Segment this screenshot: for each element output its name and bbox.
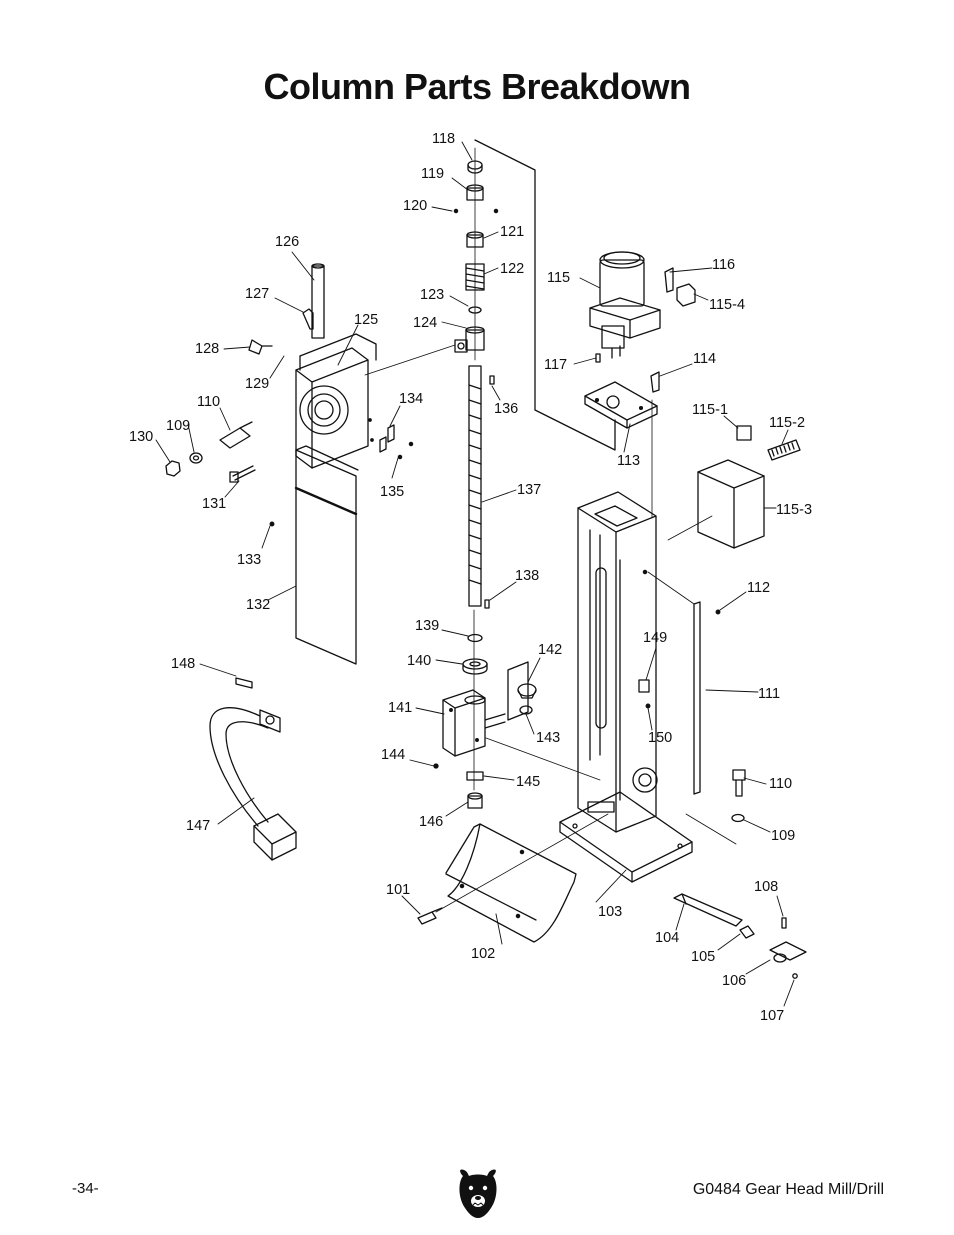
part-label-129: 129 bbox=[245, 376, 270, 392]
part-label-116: 116 bbox=[712, 257, 736, 273]
part-label-145: 145 bbox=[516, 774, 541, 790]
part-label-125: 125 bbox=[354, 312, 379, 328]
part-label-127: 127 bbox=[245, 286, 270, 302]
part-label-122: 122 bbox=[500, 261, 525, 277]
part-label-142: 142 bbox=[538, 642, 563, 658]
head-carriage-assembly bbox=[165, 263, 456, 483]
part-label-102: 102 bbox=[471, 946, 496, 962]
part-label-144: 144 bbox=[381, 747, 406, 763]
motor-assembly bbox=[474, 139, 696, 451]
part-label-137: 137 bbox=[517, 482, 542, 498]
part-label-136: 136 bbox=[494, 401, 519, 417]
part-label-133: 133 bbox=[237, 552, 262, 568]
part-label-108: 108 bbox=[754, 879, 779, 895]
part-label-115-1: 115-1 bbox=[692, 402, 729, 418]
part-label-147: 147 bbox=[186, 818, 211, 834]
part-label-146: 146 bbox=[419, 814, 444, 830]
part-label-115-2: 115-2 bbox=[769, 415, 806, 431]
gib-strip bbox=[647, 571, 721, 795]
column-cover-panel bbox=[269, 445, 359, 665]
column-body bbox=[559, 399, 713, 883]
part-label-128: 128 bbox=[195, 341, 220, 357]
part-label-150: 150 bbox=[648, 730, 673, 746]
part-label-115-3: 115-3 bbox=[776, 502, 813, 518]
leader-lines bbox=[155, 141, 795, 1007]
part-label-134: 134 bbox=[399, 391, 424, 407]
part-label-117: 117 bbox=[544, 357, 568, 373]
part-label-126: 126 bbox=[275, 234, 300, 250]
part-label-138: 138 bbox=[515, 568, 540, 584]
part-label-131: 131 bbox=[202, 496, 227, 512]
part-label-115-4: 115-4 bbox=[709, 297, 746, 313]
part-label-114: 114 bbox=[693, 351, 717, 367]
part-label-118: 118 bbox=[432, 131, 456, 147]
part-label-113: 113 bbox=[617, 453, 641, 469]
electrical-components bbox=[697, 425, 801, 549]
part-label-111: 111 bbox=[758, 686, 781, 702]
bear-logo-icon bbox=[459, 1169, 497, 1218]
right-bolt-and-washer bbox=[685, 769, 746, 845]
part-label-121: 121 bbox=[500, 224, 525, 240]
part-label-101: 101 bbox=[386, 882, 411, 898]
small-block-parts bbox=[638, 679, 651, 709]
part-label-112: 112 bbox=[747, 580, 771, 596]
crank-shaft-assembly bbox=[673, 893, 807, 979]
part-label-119: 119 bbox=[421, 166, 445, 182]
part-label-149: 149 bbox=[643, 630, 668, 646]
chip-tray bbox=[417, 813, 609, 943]
part-label-123: 123 bbox=[420, 287, 445, 303]
center-shaft-assembly bbox=[453, 147, 499, 809]
part-label-139: 139 bbox=[415, 618, 440, 634]
part-label-135: 135 bbox=[380, 484, 405, 500]
part-label-105: 105 bbox=[691, 949, 716, 965]
part-label-110-left: 110 bbox=[197, 394, 221, 410]
part-label-107: 107 bbox=[760, 1008, 785, 1024]
part-label-110-right: 110 bbox=[769, 776, 793, 792]
part-label-130: 130 bbox=[129, 429, 154, 445]
part-label-115: 115 bbox=[547, 270, 571, 286]
part-label-120: 120 bbox=[403, 198, 428, 214]
gear-bracket-assembly bbox=[433, 661, 601, 781]
handle-assembly bbox=[209, 677, 297, 861]
part-label-132: 132 bbox=[246, 597, 271, 613]
part-label-124: 124 bbox=[413, 315, 438, 331]
part-label-143: 143 bbox=[536, 730, 561, 746]
part-label-109-right: 109 bbox=[771, 828, 796, 844]
part-label-141: 141 bbox=[388, 700, 413, 716]
part-label-103: 103 bbox=[598, 904, 623, 920]
part-label-106: 106 bbox=[722, 973, 747, 989]
part-label-148: 148 bbox=[171, 656, 196, 672]
page-number: -34- bbox=[72, 1180, 99, 1197]
page-title: Column Parts Breakdown bbox=[263, 66, 691, 107]
manual-title: G0484 Gear Head Mill/Drill bbox=[692, 1181, 884, 1198]
part-label-140: 140 bbox=[407, 653, 432, 669]
part-label-104: 104 bbox=[655, 930, 680, 946]
part-label-109-left: 109 bbox=[166, 418, 191, 434]
